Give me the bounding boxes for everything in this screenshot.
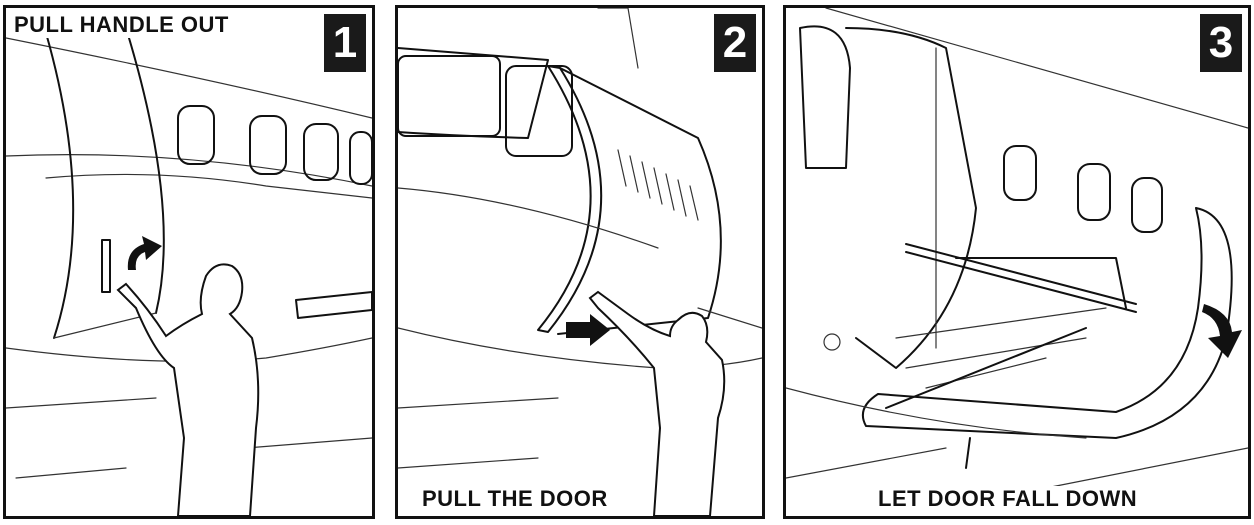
step-caption: PULL THE DOOR [418,486,612,512]
step-number-badge: 3 [1200,14,1242,72]
right-arrow-icon [564,312,612,348]
step-panel-3: 3 LET DOOR FALL DOWN [783,5,1251,519]
curved-arrow-icon [122,230,168,276]
down-arrow-icon [1200,298,1250,360]
illustration-pull-door [398,8,762,516]
illustration-pull-handle [6,8,372,516]
illustration-door-fall-down [786,8,1248,516]
step-panel-1: 1 PULL HANDLE OUT [3,5,375,519]
step-panel-2: 2 PULL THE DOOR [395,5,765,519]
step-caption: LET DOOR FALL DOWN [874,486,1141,512]
step-caption: PULL HANDLE OUT [10,12,233,38]
step-number-badge: 2 [714,14,756,72]
step-number-badge: 1 [324,14,366,72]
